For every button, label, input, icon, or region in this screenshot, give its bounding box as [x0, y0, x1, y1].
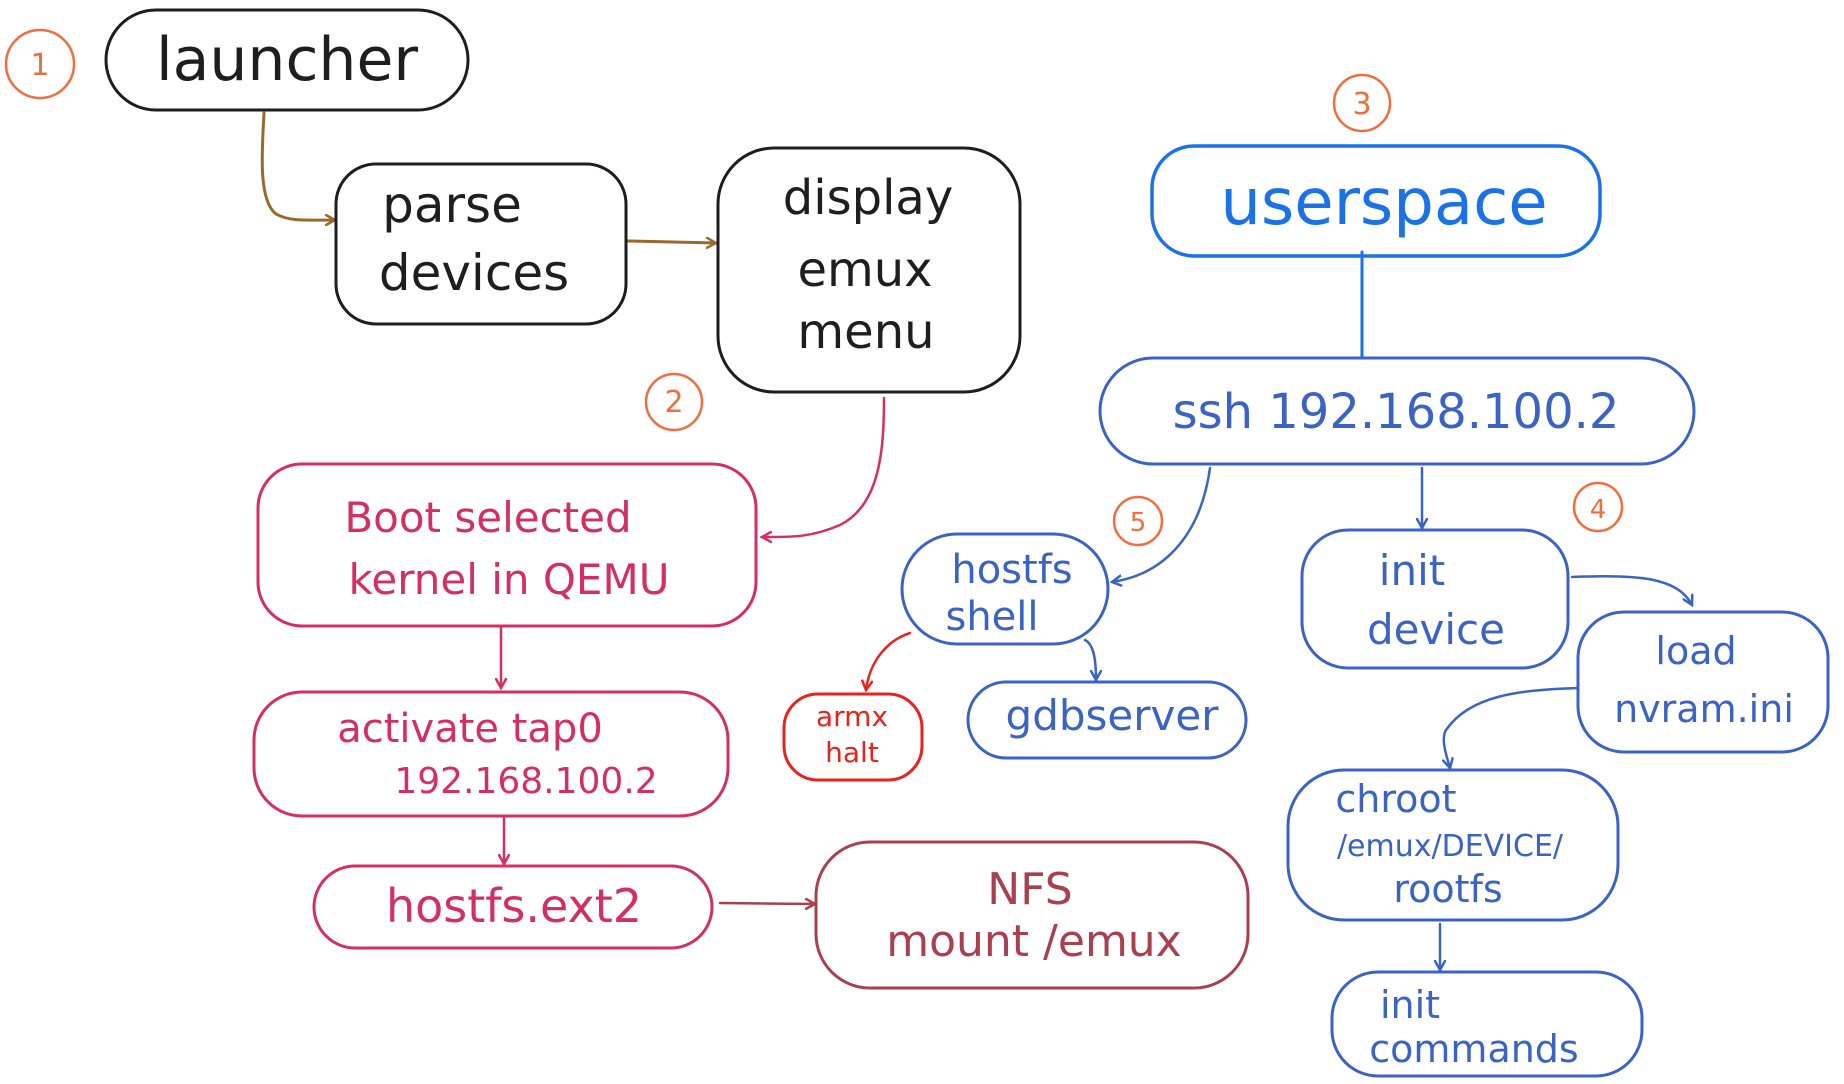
node-ssh: ssh 192.168.100.2 — [1098, 356, 1696, 466]
node-hostfs-shell: hostfs shell — [900, 532, 1110, 646]
step-marker-1-label: 1 — [30, 48, 49, 83]
edge-ssh-to-hostfs-shell — [1112, 466, 1212, 582]
node-chroot-line1: chroot — [1335, 777, 1456, 821]
edge-hostfs-shell-to-gdbserver — [1083, 638, 1096, 680]
edge-display-to-boot — [762, 396, 886, 537]
edge-hostfs-ext2-to-nfs — [718, 903, 815, 904]
node-init-commands-line1: init — [1380, 983, 1440, 1027]
node-nfs-mount-line1: NFS — [987, 864, 1072, 915]
step-marker-4: 4 — [1572, 481, 1624, 533]
node-chroot-line2: /emux/DEVICE/ — [1337, 829, 1564, 864]
node-boot-kernel-line2: kernel in QEMU — [349, 555, 670, 604]
edge-load-nvram-to-chroot — [1444, 686, 1580, 768]
edge-parse-to-display — [626, 241, 716, 243]
node-init-device-line2: device — [1367, 605, 1505, 654]
node-launcher-text: launcher — [156, 25, 418, 95]
node-ssh-text: ssh 192.168.100.2 — [1173, 384, 1620, 440]
node-launcher: launcher — [104, 8, 470, 112]
node-load-nvram-line1: load — [1655, 629, 1736, 673]
node-parse-devices-line2: devices — [379, 244, 569, 302]
step-marker-3-label: 3 — [1352, 87, 1371, 122]
node-chroot-line3: rootfs — [1393, 867, 1502, 911]
node-load-nvram-line2: nvram.ini — [1614, 687, 1794, 731]
step-marker-5: 5 — [1112, 495, 1164, 547]
node-nfs-mount-line2: mount /emux — [886, 916, 1181, 967]
step-marker-2-label: 2 — [664, 385, 683, 420]
node-boot-kernel: Boot selected kernel in QEMU — [256, 462, 758, 628]
edge-init-device-to-load-nvram — [1570, 574, 1692, 605]
step-marker-1: 1 — [4, 28, 76, 100]
node-load-nvram: load nvram.ini — [1576, 610, 1830, 754]
edge-hostfs-shell-to-armx-halt — [866, 631, 912, 690]
node-userspace-text: userspace — [1220, 166, 1547, 240]
node-activate-tap: activate tap0 192.168.100.2 — [252, 690, 730, 818]
node-gdbserver: gdbserver — [966, 680, 1248, 760]
step-marker-4-label: 4 — [1590, 495, 1607, 525]
node-display-menu-line1: display — [783, 170, 953, 226]
node-init-device: init device — [1300, 528, 1570, 670]
node-hostfs-shell-line1: hostfs — [951, 547, 1072, 593]
node-init-commands: init commands — [1330, 970, 1644, 1078]
node-armx-halt: armx halt — [782, 692, 924, 782]
node-display-menu-line2: emux — [797, 242, 932, 298]
step-marker-3: 3 — [1332, 73, 1392, 133]
step-marker-2: 2 — [644, 372, 704, 432]
node-display-menu-line3: menu — [797, 304, 934, 360]
node-chroot: chroot /emux/DEVICE/ rootfs — [1286, 768, 1620, 922]
node-hostfs-ext2: hostfs.ext2 — [312, 864, 714, 950]
node-parse-devices-line1: parse — [382, 176, 522, 234]
node-boot-kernel-line1: Boot selected — [344, 493, 631, 542]
step-marker-5-label: 5 — [1130, 508, 1147, 538]
node-parse-devices: parse devices — [334, 162, 628, 326]
connectors — [260, 111, 1692, 970]
node-armx-halt-line2: halt — [825, 736, 879, 769]
node-activate-tap-line1: activate tap0 — [337, 706, 603, 752]
node-init-device-line1: init — [1379, 546, 1445, 595]
node-armx-halt-line1: armx — [816, 700, 888, 733]
node-display-menu: display emux menu — [716, 146, 1022, 394]
edge-launcher-to-parse — [260, 111, 335, 220]
node-init-commands-line2: commands — [1369, 1027, 1578, 1071]
node-userspace: userspace — [1150, 144, 1602, 258]
node-hostfs-ext2-text: hostfs.ext2 — [386, 879, 642, 933]
node-hostfs-shell-line2: shell — [945, 594, 1038, 640]
node-activate-tap-line2: 192.168.100.2 — [394, 761, 657, 802]
node-nfs-mount: NFS mount /emux — [814, 840, 1250, 990]
node-gdbserver-text: gdbserver — [1006, 691, 1220, 740]
